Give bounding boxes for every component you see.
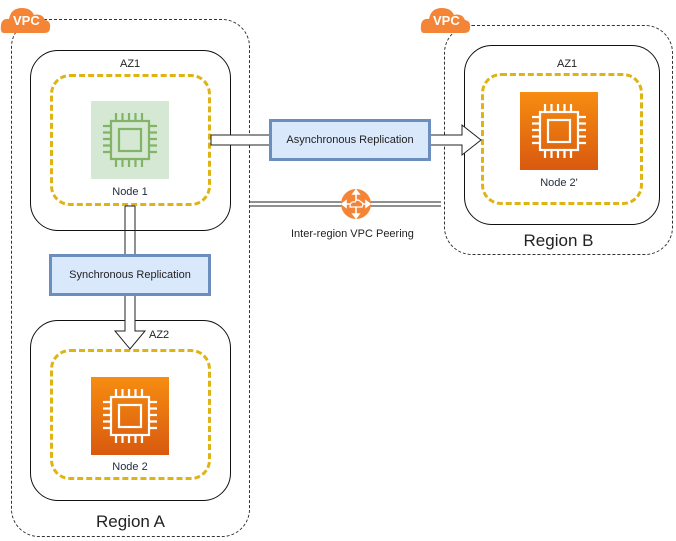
async-replication-box[interactable]: Asynchronous Replication <box>269 119 431 161</box>
region-a-container: Region A <box>11 19 250 537</box>
node2-chip-icon[interactable] <box>91 377 169 455</box>
vpc-peering-label: Inter-region VPC Peering <box>291 228 414 240</box>
sync-replication-box[interactable]: Synchronous Replication <box>49 254 211 296</box>
vpc-cloud-icon <box>420 8 471 33</box>
az1-label: AZ1 <box>120 58 141 70</box>
node2-group <box>50 349 211 480</box>
sync-replication-arrow[interactable] <box>113 205 147 350</box>
az1-label: AZ1 <box>557 58 578 70</box>
node2-prime-chip-icon[interactable] <box>520 92 598 170</box>
cpu-icon <box>532 104 586 158</box>
async-replication-arrow[interactable] <box>210 123 482 157</box>
cpu-icon <box>103 389 157 443</box>
region-b-label: Region B <box>523 231 594 250</box>
node1-label: Node 1 <box>112 186 148 198</box>
az2-label: AZ2 <box>149 329 170 341</box>
vpc-cloud-icon <box>0 8 51 33</box>
node2-prime-group <box>481 73 643 205</box>
region-a-vpc-badge: VPC <box>13 13 40 28</box>
region-b-vpc-badge: VPC <box>433 13 460 28</box>
node1-group <box>50 74 211 206</box>
node2-label: Node 2 <box>112 461 148 473</box>
node2-prime-label: Node 2' <box>540 177 578 189</box>
region-a-label: Region A <box>96 512 165 531</box>
vpc-peering-router-icon[interactable] <box>340 188 372 220</box>
cpu-icon <box>103 113 157 167</box>
node1-chip-icon[interactable] <box>91 101 169 179</box>
